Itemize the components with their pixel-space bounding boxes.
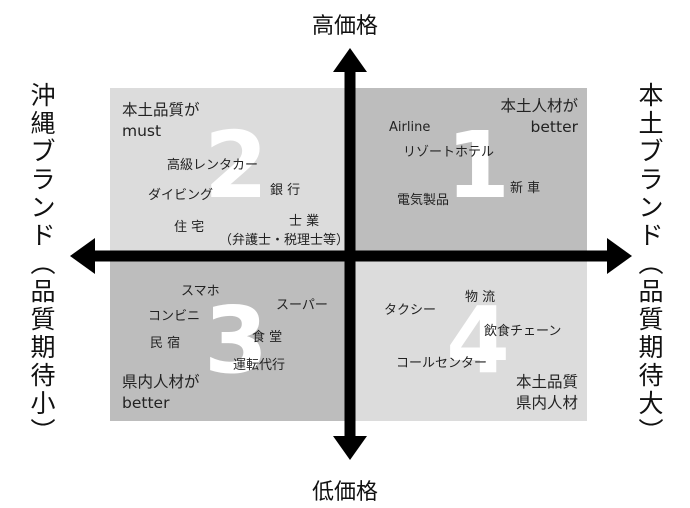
quadrant-1-number: 1 [446,112,511,219]
right-char: ラ [638,165,664,194]
right-char: 待 [638,361,664,390]
right-char: 土 [638,109,664,138]
quadrant-4-corner-label: 本土品質 県内人材 [515,373,578,412]
arrow-down [333,436,367,460]
item-airline: Airline [389,120,431,135]
quadrant-1-corner-label: 本土人材が better [500,97,578,136]
right-char: ン [638,193,664,222]
right-char: ︵ [638,249,664,278]
left-char: 質 [30,305,56,334]
left-char: 小 [30,389,56,418]
item-taxi: タクシー [384,303,437,318]
quadrant-2-number: 2 [204,112,269,219]
left-char: ︵ [30,249,56,278]
item-call-center: コールセンター [396,356,488,371]
left-char: ン [30,193,56,222]
quadrant-1-background [350,88,587,254]
left-char: ド [30,221,56,250]
arrow-right [607,238,632,274]
arrow-left [70,238,95,274]
item-professional-services: 士 業 [289,214,320,229]
axis-label-left: 沖縄ブランド︵品質期待小︶ [28,82,58,446]
item-luxury-rental-car: 高級レンタカー [167,158,259,173]
item-smartphone: スマホ [181,284,220,299]
right-char: 質 [638,305,664,334]
axis-label-top: 高価格 [312,14,379,39]
item-diner: 食 堂 [252,330,283,345]
right-char: ド [638,221,664,250]
right-char: ブ [638,137,664,166]
left-char: 期 [30,333,56,362]
axis-label-bottom: 低価格 [312,480,379,505]
left-char: ブ [30,137,56,166]
quadrant-3-background [110,254,350,421]
quadrant-2-corner-label: 本土品質が must [122,101,200,140]
quadrant-4-number: 4 [446,287,511,394]
item-guesthouse: 民 宿 [150,336,181,351]
left-char: 沖 [30,81,56,110]
item-housing: 住 宅 [174,220,205,235]
right-char: 本 [638,81,664,110]
item-diving: ダイビング [148,188,214,203]
item-new-car: 新 車 [510,181,541,196]
quadrant-3-number: 3 [204,287,269,394]
left-char: ︶ [30,417,56,446]
quadrant-4-background [350,254,587,421]
right-char: 品 [638,277,664,306]
item-bank: 銀 行 [270,183,301,198]
right-char: 期 [638,333,664,362]
right-char: ︶ [638,417,664,446]
quadrant-2-background [110,88,350,254]
item-supermarket: スーパー [276,298,328,313]
item-professional-services-note: （弁護士・税理士等） [219,233,350,248]
item-resort-hotel: リゾートホテル [403,145,495,160]
arrow-up [333,48,367,72]
item-restaurant-chain: 飲食チェーン [484,324,562,339]
left-char: 縄 [30,109,56,138]
axis-label-right: 本土ブランド︵品質期待大︶ [636,82,666,446]
item-designated-driver: 運転代行 [233,358,286,373]
item-electronics: 電気製品 [397,193,450,208]
item-logistics: 物 流 [465,290,496,305]
quadrant-3-corner-label: 県内人材が better [122,373,200,412]
left-char: 品 [30,277,56,306]
item-convenience-store: コンビニ [148,309,201,324]
right-char: 大 [638,389,664,418]
left-char: 待 [30,361,56,390]
left-char: ラ [30,165,56,194]
